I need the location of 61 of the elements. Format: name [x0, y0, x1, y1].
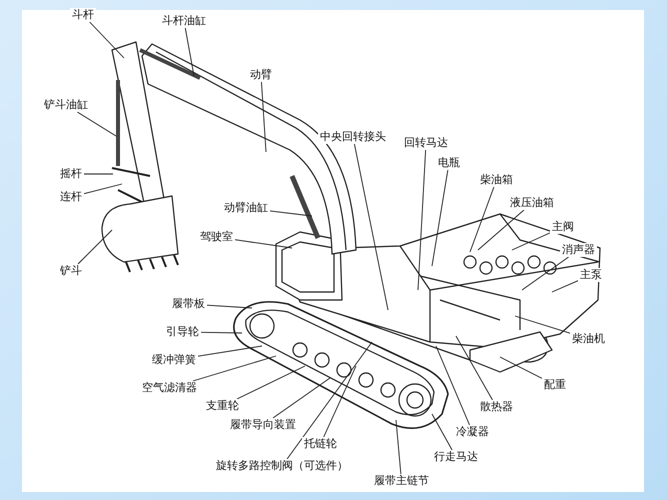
leader-line [436, 346, 470, 426]
leader-line [234, 239, 292, 248]
leader-line [354, 144, 388, 310]
part-label: 回转马达 [404, 136, 448, 150]
leader-line [192, 356, 276, 382]
leader-line [78, 230, 112, 264]
part-label: 动臂油缸 [224, 201, 268, 215]
leader-line [456, 336, 493, 400]
part-label: 动臂 [250, 68, 272, 82]
leader-line [552, 280, 578, 292]
part-label: 柴油机 [572, 332, 605, 346]
part-label: 冷凝器 [456, 425, 489, 439]
leader-line [514, 316, 570, 334]
part-label: 铲斗 [60, 264, 82, 278]
leader-line [272, 378, 330, 418]
part-label: 中央回转接头 [320, 130, 386, 144]
part-label: 支重轮 [206, 399, 239, 413]
part-label: 斗杆 [72, 8, 94, 22]
leader-line [323, 366, 356, 438]
part-label: 托链轮 [304, 437, 337, 451]
leader-line [432, 414, 453, 450]
part-label: 履带主链节 [374, 474, 429, 488]
leader-line [270, 210, 312, 216]
leader-line [396, 420, 402, 474]
part-label: 履带导向装置 [230, 418, 296, 432]
leader-line [261, 82, 266, 152]
leader-line [500, 356, 542, 379]
leader-line [206, 304, 252, 308]
leader-line [432, 170, 448, 266]
part-label: 连杆 [60, 190, 82, 204]
part-label: 配重 [544, 378, 566, 392]
leader-line [286, 342, 372, 460]
part-label: 履带板 [172, 297, 205, 311]
leader-line [76, 112, 116, 136]
leader-line [512, 232, 550, 250]
leader-line [89, 22, 124, 58]
leader-line [522, 256, 570, 290]
part-label: 引导轮 [166, 325, 199, 339]
leader-line [198, 346, 262, 357]
part-label: 行走马达 [434, 450, 478, 464]
part-label: 空气滤清器 [142, 381, 197, 395]
part-label: 摇杆 [60, 167, 82, 181]
part-label: 缓冲弹簧 [152, 353, 196, 367]
part-label: 散热器 [480, 400, 513, 414]
part-label: 柴油箱 [480, 173, 513, 187]
leader-line [236, 366, 306, 400]
part-label: 斗杆油缸 [162, 14, 206, 28]
leader-line [418, 150, 426, 290]
leader-line [200, 332, 242, 334]
leader-line [184, 28, 194, 76]
part-label: 消声器 [562, 243, 595, 257]
part-label: 液压油箱 [510, 196, 554, 210]
leader-line [84, 184, 122, 194]
part-label: 旋转多路控制阀（可选件） [216, 459, 348, 473]
part-label: 主阀 [552, 220, 574, 234]
part-label: 电瓶 [438, 156, 460, 170]
leader-line [478, 210, 524, 250]
part-label: 铲斗油缸 [44, 98, 88, 112]
part-label: 主泵 [580, 268, 602, 282]
part-label: 驾驶室 [200, 230, 233, 244]
leader-line [470, 186, 494, 252]
